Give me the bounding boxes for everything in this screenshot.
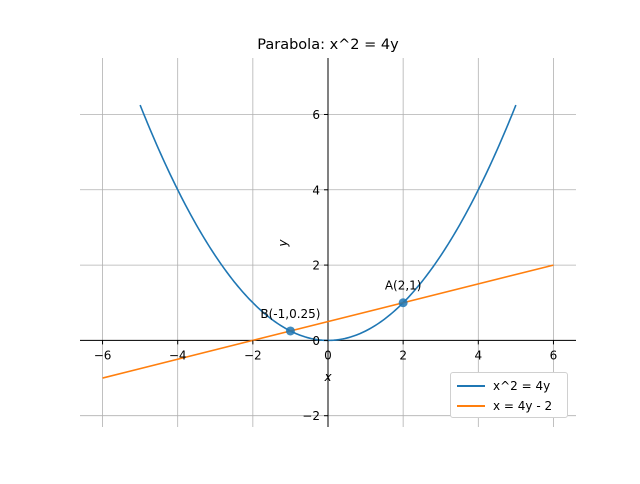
- legend-label-parabola: x^2 = 4y: [493, 379, 551, 393]
- legend-label-line: x = 4y - 2: [493, 399, 553, 413]
- x-tick-label-0: −6: [94, 348, 112, 362]
- x-tick-label-2: −2: [244, 348, 262, 362]
- y-tick-label-0: −2: [302, 409, 320, 423]
- x-tick-label-6: 6: [550, 348, 558, 362]
- point-label-1: B(-1,0.25): [260, 307, 320, 321]
- points-layer: A(2,1) B(-1,0.25): [260, 279, 421, 336]
- point-marker-0: [398, 298, 408, 308]
- y-tick-label-3: 4: [312, 183, 320, 197]
- point-label-0: A(2,1): [385, 279, 422, 293]
- y-tick-label-1: 0: [312, 334, 320, 348]
- x-tick-label-5: 4: [474, 348, 482, 362]
- tick-layer: −6 −4 −2 0 2 4 6 −2 0 2 4 6: [94, 108, 558, 423]
- x-tick-label-3: 0: [324, 348, 332, 362]
- y-tick-label-4: 6: [312, 108, 320, 122]
- x-tick-label-1: −4: [169, 348, 187, 362]
- legend-swatch-parabola: [457, 385, 485, 387]
- legend-entry-line: x = 4y - 2: [457, 398, 552, 414]
- x-tick-label-4: 2: [399, 348, 407, 362]
- series-line-1: [102, 264, 554, 379]
- y-axis-label: y: [276, 239, 290, 248]
- legend-entry-parabola: x^2 = 4y: [457, 378, 550, 394]
- legend-swatch-line: [457, 405, 485, 407]
- chart-title: Parabola: x^2 = 4y: [257, 37, 399, 53]
- legend: x^2 = 4y x = 4y - 2: [450, 372, 568, 418]
- y-tick-label-2: 2: [312, 259, 320, 273]
- point-marker-1: [285, 326, 295, 336]
- x-axis-label: x: [323, 370, 332, 384]
